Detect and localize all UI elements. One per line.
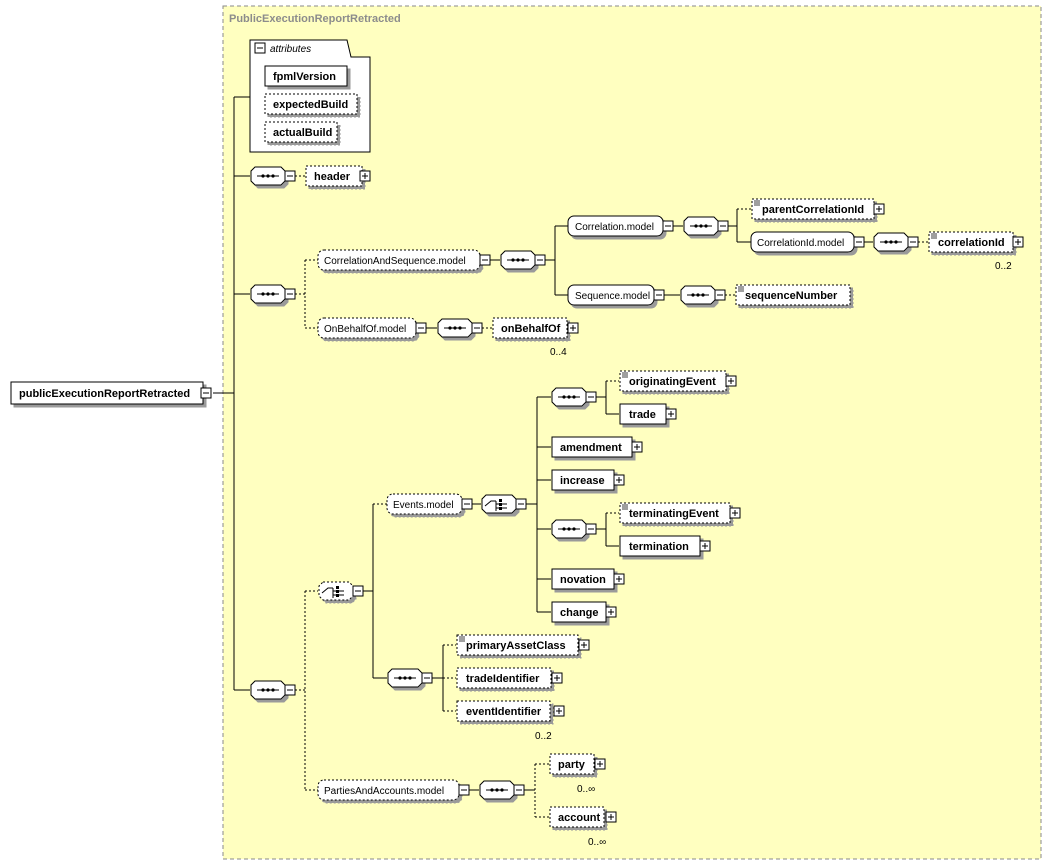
svg-text:OnBehalfOf.model: OnBehalfOf.model: [324, 324, 406, 335]
simple-content-icon: [622, 372, 628, 378]
connectors: [213, 96, 928, 818]
svg-text:PartiesAndAccounts.model: PartiesAndAccounts.model: [324, 786, 444, 797]
svg-text:publicExecutionReportRetracted: publicExecutionReportRetracted: [19, 388, 190, 400]
attributes-header: attributes: [270, 44, 311, 55]
element-terminating-event[interactable]: terminatingEvent: [619, 502, 741, 524]
svg-text:eventIdentifier: eventIdentifier: [466, 706, 542, 718]
sequence-compositor[interactable]: [250, 166, 296, 186]
svg-text:correlationId: correlationId: [938, 237, 1005, 249]
element-change[interactable]: change: [551, 601, 617, 623]
svg-text:onBehalfOf: onBehalfOf: [501, 323, 561, 335]
element-header[interactable]: header: [305, 165, 371, 187]
sequence-compositor[interactable]: [250, 680, 296, 700]
element-account[interactable]: account 0..∞: [549, 806, 617, 848]
attributes-group: attributes fpmlVersion expectedBuild act…: [249, 39, 371, 153]
element-party[interactable]: party 0..∞: [549, 753, 606, 795]
cardinality-label: 0..4: [550, 347, 567, 358]
cardinality-label: 0..∞: [577, 784, 595, 795]
svg-text:originatingEvent: originatingEvent: [629, 376, 716, 388]
svg-text:Events.model: Events.model: [393, 500, 454, 511]
attribute-actualbuild-box[interactable]: [264, 121, 338, 143]
svg-text:terminatingEvent: terminatingEvent: [629, 508, 719, 520]
sequence-compositor[interactable]: [551, 519, 597, 539]
svg-text:party: party: [558, 759, 586, 771]
svg-text:Correlation.model: Correlation.model: [575, 222, 654, 233]
container-title: PublicExecutionReportRetracted: [229, 13, 401, 25]
svg-text:termination: termination: [629, 541, 689, 553]
group-correlation-id-model[interactable]: CorrelationId.model: [750, 231, 865, 253]
simple-content-icon: [738, 286, 744, 292]
group-events-model[interactable]: Events.model: [386, 493, 473, 515]
svg-text:primaryAssetClass: primaryAssetClass: [466, 640, 566, 652]
attribute-fpmlversion: fpmlVersion: [273, 71, 336, 83]
svg-text:account: account: [558, 812, 601, 824]
attribute-expectedbuild: expectedBuild: [273, 99, 348, 111]
attribute-actualbuild: actualBuild: [273, 127, 332, 139]
svg-text:increase: increase: [560, 475, 605, 487]
sequence-compositor[interactable]: [680, 285, 726, 305]
cardinality-label: 0..2: [995, 261, 1012, 272]
element-on-behalf-of[interactable]: onBehalfOf 0..4: [492, 317, 579, 358]
choice-compositor[interactable]: [481, 494, 527, 514]
sequence-compositor[interactable]: [551, 387, 597, 407]
group-correlation-model[interactable]: Correlation.model: [567, 215, 674, 237]
svg-text:parentCorrelationId: parentCorrelationId: [762, 204, 864, 216]
element-sequence-number[interactable]: sequenceNumber: [735, 284, 851, 306]
element-originating-event[interactable]: originatingEvent: [619, 370, 737, 392]
element-parent-correlation-id[interactable]: parentCorrelationId: [751, 198, 885, 220]
group-correlation-and-sequence-model[interactable]: CorrelationAndSequence.model: [317, 249, 491, 271]
element-event-identifier[interactable]: eventIdentifier 0..2: [456, 700, 565, 742]
svg-text:tradeIdentifier: tradeIdentifier: [466, 673, 540, 685]
simple-content-icon: [622, 504, 628, 510]
sequence-compositor[interactable]: [683, 216, 729, 236]
attribute-fpmlversion-box[interactable]: [264, 65, 348, 87]
element-correlation-id[interactable]: correlationId 0..2: [928, 231, 1024, 272]
svg-text:change: change: [560, 607, 599, 619]
sequence-compositor[interactable]: [479, 780, 525, 800]
svg-text:header: header: [314, 171, 351, 183]
sequence-compositor[interactable]: [873, 232, 919, 252]
element-trade-identifier[interactable]: tradeIdentifier: [456, 667, 563, 689]
element-trade[interactable]: trade: [619, 403, 677, 425]
choice-compositor[interactable]: [318, 581, 364, 601]
element-primary-asset-class[interactable]: primaryAssetClass: [456, 634, 590, 656]
cardinality-label: 0..2: [535, 731, 552, 742]
element-termination[interactable]: termination: [619, 535, 711, 557]
sequence-compositor[interactable]: [437, 318, 483, 338]
group-parties-and-accounts-model[interactable]: PartiesAndAccounts.model: [317, 779, 470, 801]
simple-content-icon: [754, 200, 760, 206]
simple-content-icon: [931, 233, 937, 239]
element-novation[interactable]: novation: [551, 568, 625, 590]
attribute-expectedbuild-box[interactable]: [264, 93, 358, 115]
collapse-icon[interactable]: [200, 387, 212, 399]
svg-text:amendment: amendment: [560, 442, 622, 454]
element-amendment[interactable]: amendment: [551, 436, 643, 458]
group-on-behalf-of-model[interactable]: OnBehalfOf.model: [317, 317, 427, 339]
group-sequence-model[interactable]: Sequence.model: [567, 284, 665, 306]
svg-text:sequenceNumber: sequenceNumber: [745, 290, 838, 302]
svg-text:novation: novation: [560, 574, 606, 586]
sequence-compositor[interactable]: [500, 250, 546, 270]
cardinality-label: 0..∞: [588, 837, 606, 848]
element-increase[interactable]: increase: [551, 469, 625, 491]
simple-content-icon: [459, 636, 465, 642]
svg-text:trade: trade: [629, 409, 656, 421]
svg-text:Sequence.model: Sequence.model: [575, 291, 650, 302]
svg-text:CorrelationId.model: CorrelationId.model: [757, 238, 844, 249]
svg-text:CorrelationAndSequence.model: CorrelationAndSequence.model: [324, 256, 466, 267]
root-element[interactable]: publicExecutionReportRetracted: [10, 381, 204, 405]
sequence-compositor[interactable]: [387, 668, 433, 688]
sequence-compositor[interactable]: [250, 284, 296, 304]
